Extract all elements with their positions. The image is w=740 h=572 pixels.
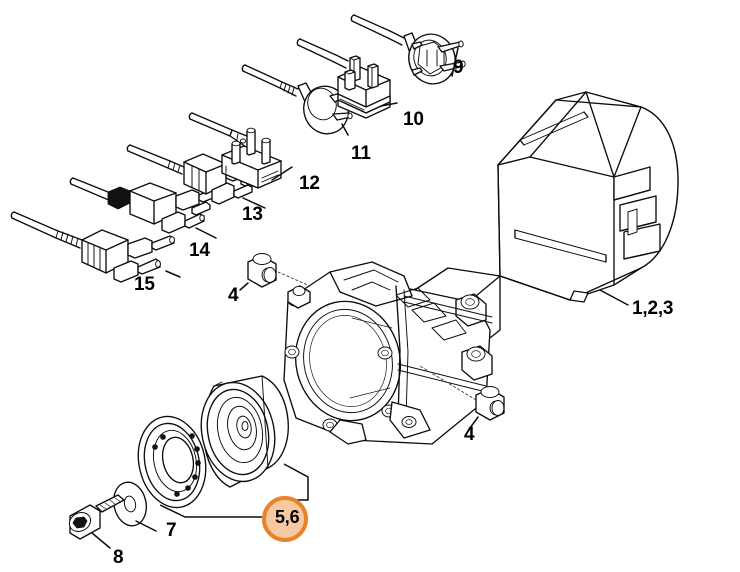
part-4-bushing-upper — [239, 253, 311, 291]
callout-label-15: 15 — [134, 274, 155, 295]
part-15-europlug-cord — [10, 211, 181, 283]
callout-label-9: 9 — [453, 57, 464, 78]
callout-label-4-lower: 4 — [464, 424, 475, 445]
part-14-swiss-plug-cord — [69, 177, 219, 239]
part-7-washer — [113, 481, 157, 532]
callout-label-4-upper: 4 — [228, 285, 239, 306]
callout-label-12: 12 — [299, 173, 320, 194]
part-5-6-clutch-drum — [200, 375, 309, 501]
callout-label-10: 10 — [403, 109, 424, 130]
callout-label-11: 11 — [351, 143, 371, 164]
callout-label-13: 13 — [242, 204, 263, 225]
part-8-cap-screw — [68, 494, 125, 549]
part-12-sa-plug-cord — [188, 112, 293, 189]
callout-label-14: 14 — [189, 240, 210, 261]
part-123-electric-motor — [497, 91, 679, 306]
part-9-schuko-plug-cord — [350, 14, 466, 85]
highlight-circle-5-6[interactable] — [262, 496, 308, 542]
part-10-uk-plug-cord — [296, 38, 398, 119]
gearbox-housing — [283, 261, 501, 445]
part-5-6-ball-bearing — [137, 415, 262, 518]
callout-label-1-2-3: 1,2,3 — [632, 298, 674, 319]
part-4-bushing-lower — [419, 365, 505, 429]
callout-label-8: 8 — [113, 547, 124, 568]
callout-label-7: 7 — [166, 520, 177, 541]
callout-label-5-6: 5,6 — [275, 507, 300, 527]
